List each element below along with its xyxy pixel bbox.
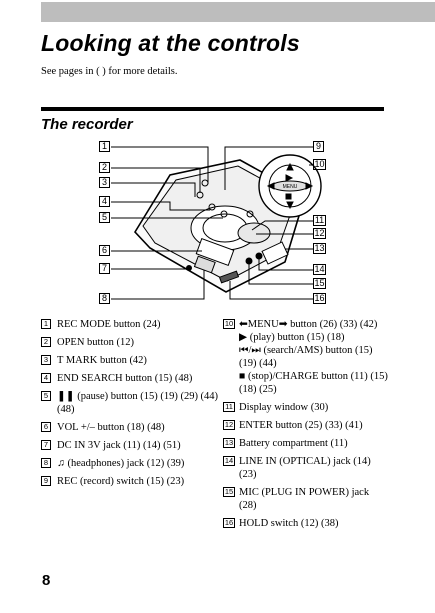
callout-12: 12 [313, 228, 326, 239]
legend-item: 11 Display window (30) [223, 401, 388, 414]
legend-number: 10 [223, 319, 235, 329]
legend-text: ▶ (play) button (15) (18) [239, 332, 345, 343]
callout-2: 2 [99, 162, 110, 173]
legend-subitem: ▶ (play) button (15) (18) [223, 331, 388, 344]
legend-item: 16 HOLD switch (12) (38) [223, 517, 388, 530]
legend-text: ⏮/⏭ (search/AMS) button (15) (19) (44) [239, 345, 373, 369]
legend-text: DC IN 3V jack (11) (14) (51) [57, 440, 181, 451]
callout-13: 13 [313, 243, 326, 254]
legend-number: 15 [223, 487, 235, 497]
callout-14: 14 [313, 264, 326, 275]
callout-3: 3 [99, 177, 110, 188]
header-bar [41, 2, 435, 22]
legend-subitem: ■ (stop)/CHARGE button (11) (15) (18) (2… [223, 370, 388, 396]
callout-6: 6 [99, 245, 110, 256]
legend-item: 15 MIC (PLUG IN POWER) jack (28) [223, 486, 388, 512]
legend-right-column: 10 ⬅MENU➡ button (26) (33) (42) ▶ (play) … [223, 318, 388, 535]
legend-text: MIC (PLUG IN POWER) jack (28) [239, 487, 370, 511]
legend-item: 10 ⬅MENU➡ button (26) (33) (42) [223, 318, 388, 331]
recorder-figure: MENU 1 2 3 4 5 6 7 8 9 10 11 12 13 14 15… [99, 141, 326, 304]
legend-item: 12 ENTER button (25) (33) (41) [223, 419, 388, 432]
legend-text: Battery compartment (11) [239, 438, 348, 449]
legend-number: 1 [41, 319, 51, 329]
callout-11: 11 [313, 215, 326, 226]
legend-text: LINE IN (OPTICAL) jack (14) (23) [239, 456, 371, 480]
legend-item: 2 OPEN button (12) [41, 336, 226, 349]
callout-15: 15 [313, 278, 326, 289]
legend-text: T MARK button (42) [57, 355, 147, 366]
legend-text: END SEARCH button (15) (48) [57, 373, 193, 384]
section-title: The recorder [41, 116, 133, 133]
legend-text: OPEN button (12) [57, 337, 134, 348]
page-number: 8 [42, 572, 51, 589]
legend-text: ❚❚ (pause) button (15) (19) (29) (44) (4… [57, 391, 219, 415]
legend-text: ■ (stop)/CHARGE button (11) (15) (18) (2… [239, 371, 388, 395]
display-window [237, 222, 271, 244]
callout-4: 4 [99, 196, 110, 207]
legend-number: 4 [41, 373, 51, 383]
legend-item: 13 Battery compartment (11) [223, 437, 388, 450]
menu-panel-label: MENU [283, 184, 298, 190]
legend-item: 4 END SEARCH button (15) (48) [41, 372, 226, 385]
callout-16: 16 [313, 293, 326, 304]
legend-number: 6 [41, 422, 51, 432]
legend-number: 16 [223, 518, 235, 528]
legend-text: REC (record) switch (15) (23) [57, 476, 185, 487]
legend-text: REC MODE button (24) [57, 319, 161, 330]
legend-number: 5 [41, 391, 51, 401]
legend-text: ENTER button (25) (33) (41) [239, 420, 363, 431]
legend-subitem: ⏮/⏭ (search/AMS) button (15) (19) (44) [223, 344, 388, 370]
page-title: Looking at the controls [41, 30, 300, 56]
legend-item: 14 LINE IN (OPTICAL) jack (14) (23) [223, 455, 388, 481]
legend-number: 11 [223, 402, 235, 412]
legend-text: HOLD switch (12) (38) [239, 518, 339, 529]
callout-10: 10 [313, 159, 326, 170]
intro-text: See pages in ( ) for more details. [41, 66, 178, 77]
legend-number: 12 [223, 420, 235, 430]
callout-1: 1 [99, 141, 110, 152]
battery-compartment [261, 241, 289, 265]
legend-number: 7 [41, 440, 51, 450]
legend-item: 8 ♫ (headphones) jack (12) (39) [41, 457, 226, 470]
callout-8: 8 [99, 293, 110, 304]
legend-number: 9 [41, 476, 51, 486]
legend-text: ♫ (headphones) jack (12) (39) [57, 458, 185, 469]
legend-item: 9 REC (record) switch (15) (23) [41, 475, 226, 488]
legend-item: 1 REC MODE button (24) [41, 318, 226, 331]
legend-number: 14 [223, 456, 235, 466]
legend-number: 2 [41, 337, 51, 347]
recorder-illustration: MENU [111, 146, 322, 300]
legend-text: ⬅MENU➡ button (26) (33) (42) [239, 319, 378, 330]
legend-item: 3 T MARK button (42) [41, 354, 226, 367]
legend-text: Display window (30) [239, 402, 329, 413]
legend-number: 8 [41, 458, 51, 468]
callout-5: 5 [99, 212, 110, 223]
legend-number: 3 [41, 355, 51, 365]
legend-text: VOL +/– button (18) (48) [57, 422, 165, 433]
legend-number: 13 [223, 438, 235, 448]
legend-item: 7 DC IN 3V jack (11) (14) (51) [41, 439, 226, 452]
legend-item: 5 ❚❚ (pause) button (15) (19) (29) (44) (… [41, 390, 226, 416]
callout-7: 7 [99, 263, 110, 274]
section-rule [41, 107, 384, 111]
legend-item: 6 VOL +/– button (18) (48) [41, 421, 226, 434]
callout-9: 9 [313, 141, 324, 152]
